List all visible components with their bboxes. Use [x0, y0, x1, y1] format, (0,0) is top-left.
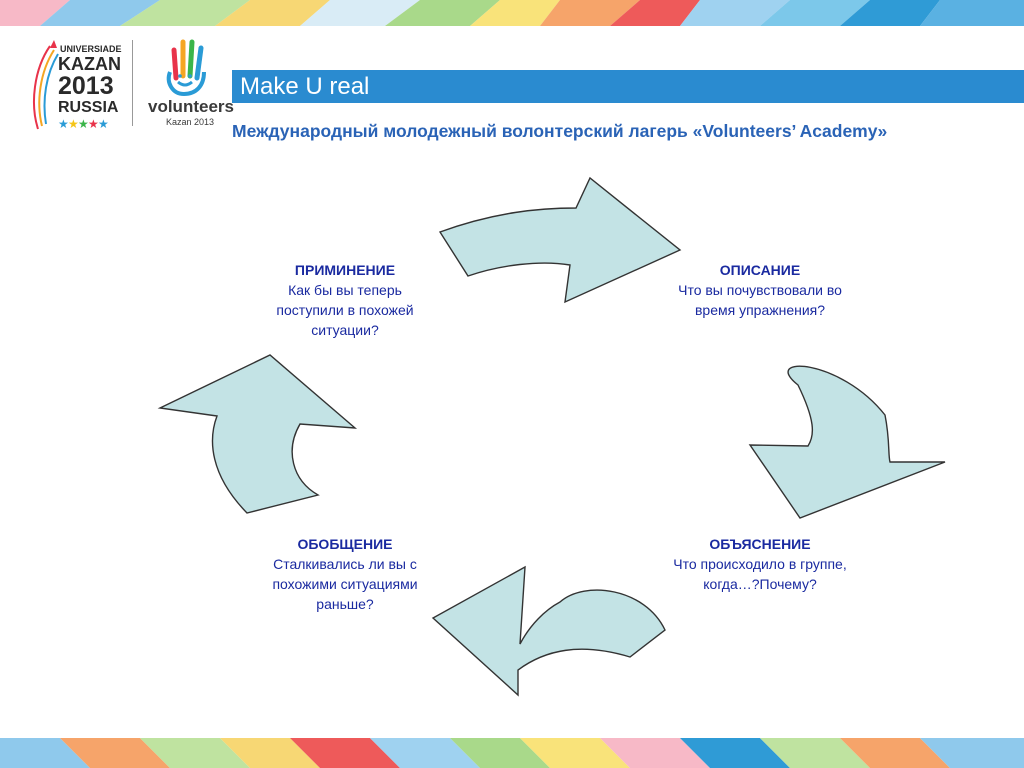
stage-question: Что происходило в группе, когда…?Почему?: [673, 556, 847, 592]
stage-obyasnenie: ОБЪЯСНЕНИЕ Что происходило в группе, ког…: [670, 534, 850, 594]
kazan-label: KAZAN: [58, 54, 121, 74]
stage-title: ОПИСАНИЕ: [719, 262, 801, 278]
volunteers-logo: volunteers Kazan 2013: [148, 39, 234, 127]
arrow-obyasnenie-to-obobshchenie: [431, 565, 666, 697]
arrow-obobshchenie-to-primenenie: [157, 354, 358, 514]
banner-title: Make U real: [240, 73, 370, 100]
svg-text:★: ★: [98, 117, 109, 131]
stage-title: ОБОБЩЕНИЕ: [297, 536, 393, 552]
arrow-primenenie-to-opisanie: [438, 176, 682, 304]
stars-icon: ★ ★ ★ ★ ★: [58, 117, 109, 131]
year-label: 2013: [58, 72, 114, 100]
svg-text:★: ★: [68, 117, 79, 131]
stage-title: ОБЪЯСНЕНИЕ: [709, 536, 811, 552]
stage-question: Как бы вы теперь поступили в похожей сит…: [276, 282, 414, 338]
svg-text:★: ★: [78, 117, 89, 131]
stage-title: ПРИМИНЕНИЕ: [294, 262, 396, 278]
logo-divider: [132, 40, 133, 126]
stage-opisanie: ОПИСАНИЕ Что вы почувствовали во время у…: [670, 260, 850, 320]
cycle-arrows: [157, 176, 946, 697]
page-subtitle: Международный молодежный волонтерский ла…: [232, 121, 888, 141]
header-banner: Make U real: [232, 70, 1024, 103]
cycle-diagram: ОПИСАНИЕ Что вы почувствовали во время у…: [150, 170, 950, 700]
bottom-decorative-stripe: [0, 738, 1024, 768]
stage-obobshchenie: ОБОБЩЕНИЕ Сталкивались ли вы с похожими …: [255, 534, 435, 614]
universiade-label: UNIVERSIADE: [60, 44, 122, 54]
svg-text:★: ★: [88, 117, 99, 131]
top-decorative-stripe: [0, 0, 1024, 26]
hand-icon: [166, 39, 206, 97]
volunteers-label: volunteers: [148, 97, 234, 116]
kazan-2013-label: Kazan 2013: [166, 117, 214, 127]
universiade-logo: UNIVERSIADE KAZAN 2013 RUSSIA ★ ★ ★ ★ ★: [33, 40, 122, 131]
svg-text:★: ★: [58, 117, 69, 131]
stage-primenenie: ПРИМИНЕНИЕ Как бы вы теперь поступили в …: [255, 260, 435, 340]
stage-question: Что вы почувствовали во время упражнения…: [678, 282, 842, 318]
russia-label: RUSSIA: [58, 99, 119, 116]
arrow-opisanie-to-obyasnenie: [748, 365, 946, 519]
stage-question: Сталкивались ли вы с похожими ситуациями…: [272, 556, 418, 612]
